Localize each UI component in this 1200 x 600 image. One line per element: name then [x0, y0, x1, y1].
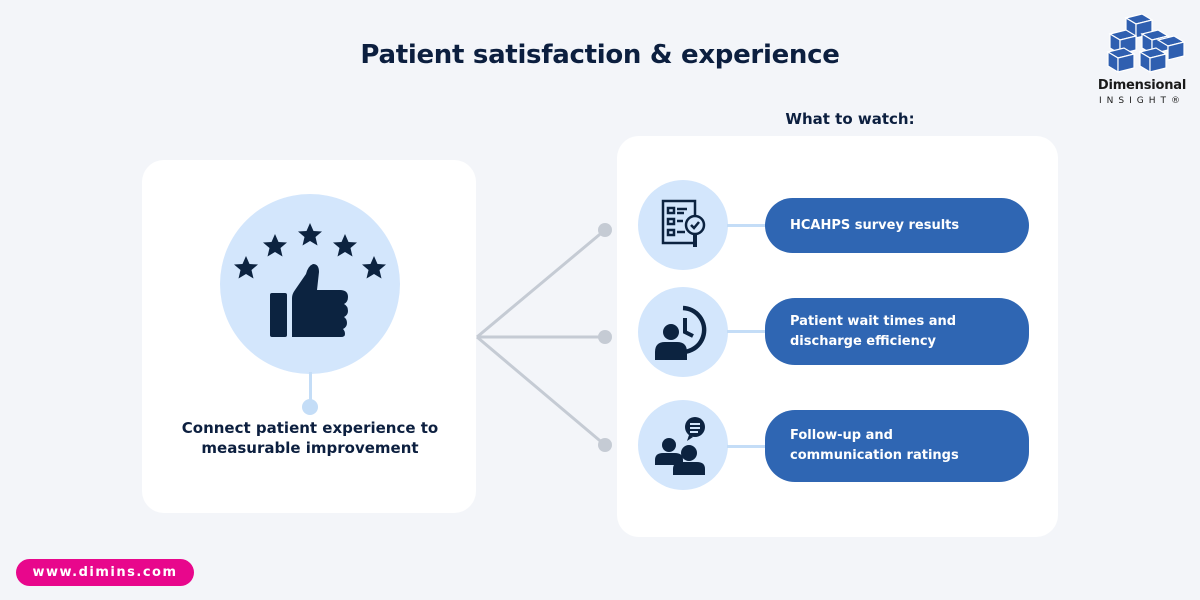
- item-link: [727, 445, 767, 448]
- star-icon: [263, 234, 287, 257]
- connector-stem: [309, 372, 312, 402]
- logo-subtitle: INSIGHT®: [1099, 96, 1185, 106]
- stacked-cubes-icon: [1106, 13, 1186, 74]
- connector-dot: [302, 399, 318, 415]
- what-to-watch-label: What to watch:: [785, 110, 915, 128]
- page-title: Patient satisfaction & experience: [360, 40, 840, 70]
- star-icon: [234, 256, 258, 279]
- watch-item-follow-up: Follow-up and communication ratings: [765, 410, 1029, 482]
- watch-item-label: Patient wait times and discharge efficie…: [790, 313, 957, 349]
- star-icon: [333, 234, 357, 257]
- branch-node: [598, 438, 612, 452]
- branch-node: [598, 330, 612, 344]
- watch-item-wait-times: Patient wait times and discharge efficie…: [765, 298, 1029, 365]
- item-link: [727, 330, 767, 333]
- star-icon: [362, 256, 386, 279]
- people-chat-icon: [638, 400, 728, 490]
- thumbs-up-five-stars-icon: [220, 194, 400, 374]
- watch-item-hcahps: HCAHPS survey results: [765, 198, 1029, 253]
- logo-wordmark: Dimensional: [1097, 78, 1187, 93]
- main-concept-caption: Connect patient experience to measurable…: [181, 419, 439, 457]
- star-icon: [298, 223, 322, 246]
- website-link[interactable]: www.dimins.com: [16, 559, 194, 586]
- dimensional-insight-logo[interactable]: Dimensional INSIGHT®: [1090, 12, 1194, 112]
- checklist-magnifier-icon: [638, 180, 728, 270]
- watch-item-label: Follow-up and communication ratings: [790, 428, 959, 463]
- item-link: [727, 224, 767, 227]
- branch-node: [598, 223, 612, 237]
- watch-item-label: HCAHPS survey results: [790, 217, 960, 233]
- person-clock-icon: [638, 287, 728, 377]
- branch-connector: [476, 223, 612, 452]
